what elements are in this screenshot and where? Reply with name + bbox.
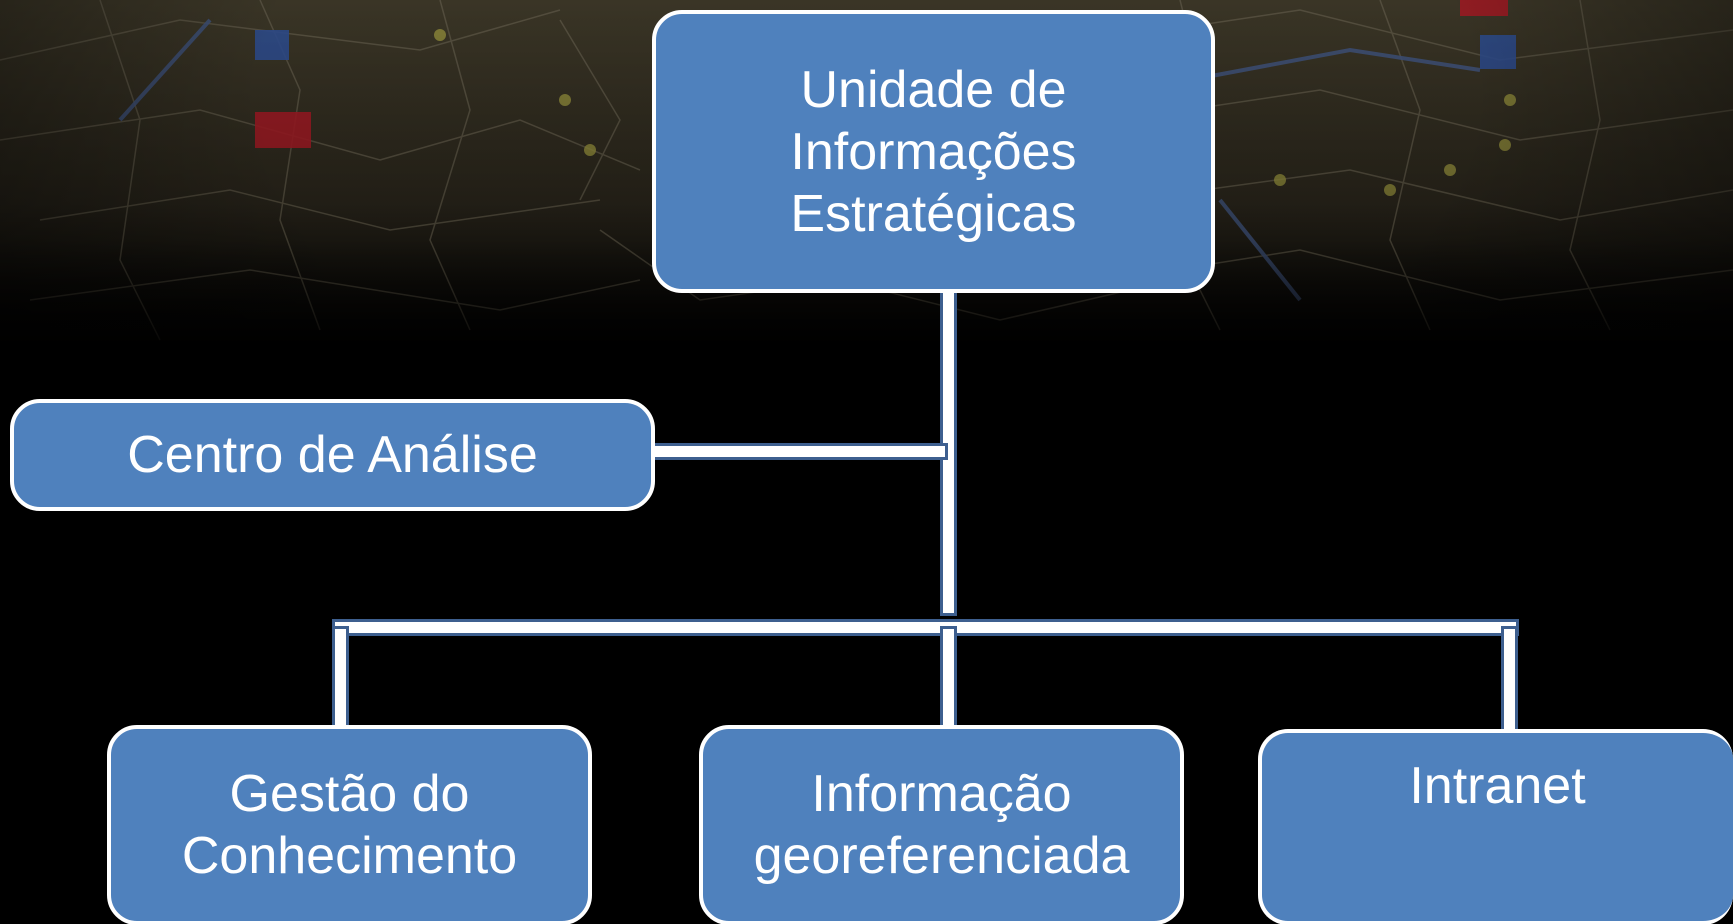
- node-gestao-do-conhecimento: Gestão do Conhecimento: [107, 725, 592, 924]
- connector-side-branch: [650, 443, 948, 460]
- connector-child-right: [1501, 626, 1518, 734]
- node-side-label: Centro de Análise: [127, 426, 538, 484]
- node-geo-label: Informação georeferenciada: [753, 765, 1130, 885]
- node-informacao-georeferenciada: Informação georeferenciada: [699, 725, 1184, 924]
- node-root-label: Unidade de Informações Estratégicas: [790, 60, 1077, 243]
- connector-child-left: [332, 626, 349, 734]
- node-centro-de-analise: Centro de Análise: [10, 399, 655, 511]
- node-intranet-label: Intranet: [1409, 757, 1586, 815]
- node-intranet: Intranet: [1258, 729, 1733, 924]
- node-gestao-label: Gestão do Conhecimento: [181, 765, 518, 885]
- connector-child-middle: [940, 626, 957, 734]
- connector-horizontal-bus: [332, 619, 1519, 636]
- node-root-unidade-informacoes-estrategicas: Unidade de Informações Estratégicas: [652, 10, 1215, 293]
